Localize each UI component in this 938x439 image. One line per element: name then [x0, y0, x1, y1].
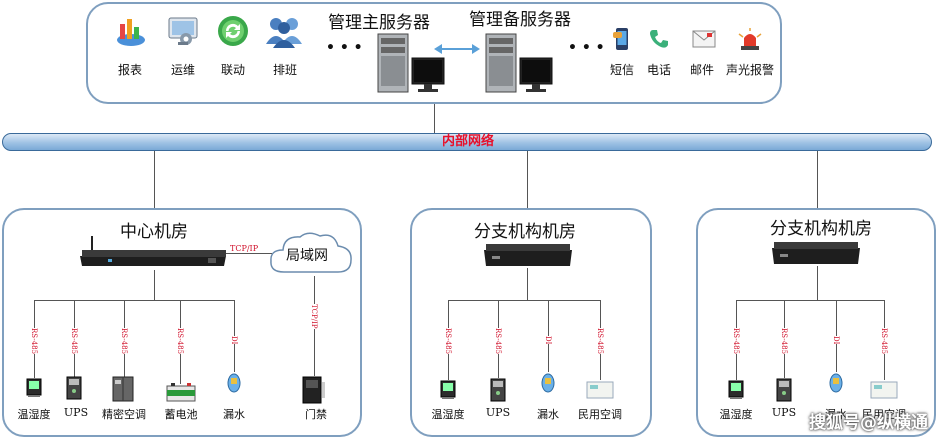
precision-ac-icon: [112, 376, 134, 402]
tcp-ip-label-top: TCP/IP: [230, 244, 259, 253]
management-panel: [86, 2, 782, 104]
branch2-label-3: 民用空调: [862, 408, 906, 421]
branch2-label-0: 温湿度: [719, 408, 753, 421]
branch1-label-1: UPS: [485, 406, 511, 419]
branch2-proto-0: RS-485: [732, 328, 740, 355]
ellipsis-left: • • •: [326, 40, 363, 56]
branch2-title: 分支机构机房: [770, 219, 872, 239]
center-label-0: 温湿度: [17, 408, 51, 421]
connector-center: [154, 151, 155, 209]
center-gateway-device: [78, 236, 228, 270]
branch2-temp-humidity-icon: [728, 380, 744, 400]
access-control-icon: [302, 376, 326, 404]
branch1-link: [527, 268, 528, 300]
phone-label: 电话: [646, 63, 671, 77]
branch2-gateway-device: [770, 240, 862, 266]
branch2-proto-2: DI: [832, 336, 840, 345]
branch2-water-leak-icon: [828, 372, 844, 394]
branch1-civil-ac-icon: [586, 380, 614, 400]
maintenance-icon: [166, 14, 200, 48]
report-icon: [114, 14, 148, 48]
branch2-label-1: UPS: [771, 406, 797, 419]
network-label: 内部网络: [441, 134, 494, 149]
sms-label: 短信: [609, 63, 634, 77]
backup-server-label: 管理备服务器: [469, 10, 571, 30]
branch1-gateway-device: [482, 242, 574, 268]
branch1-proto-0: RS-485: [444, 328, 452, 355]
sms-icon: [612, 26, 632, 52]
battery-icon: [166, 382, 196, 402]
linkage-icon: [216, 14, 250, 48]
linkage-label: 联动: [220, 63, 245, 77]
center-device-bus: [34, 300, 234, 301]
center-label-1: UPS: [63, 406, 89, 419]
branch1-label-0: 温湿度: [431, 408, 465, 421]
phone-icon: [648, 28, 670, 50]
center-label-4: 漏水: [223, 408, 245, 421]
lan-cloud-label: 局域网: [286, 248, 328, 264]
backup-server-icon: [484, 30, 554, 94]
connector-top: [434, 104, 435, 134]
branch1-device-bus: [448, 300, 600, 301]
alarm-light-label: 声光报警: [725, 63, 774, 77]
branch2-device-bus: [736, 300, 884, 301]
lan-cloud-icon: [266, 228, 356, 278]
branch1-water-leak-icon: [540, 372, 556, 394]
branch1-label-3: 民用空调: [578, 408, 622, 421]
center-label-2: 精密空调: [102, 408, 146, 421]
branch1-ups-icon: [490, 378, 506, 402]
branch1-proto-2: DI: [544, 336, 552, 345]
maintenance-label: 运维: [170, 63, 195, 77]
link-gateway-cloud: [226, 253, 272, 254]
center-proto-0: RS-485: [30, 328, 38, 355]
center-room-title: 中心机房: [120, 222, 188, 242]
center-label-5: 门禁: [305, 408, 327, 421]
ellipsis-right: • • •: [568, 40, 605, 56]
branch2-civil-ac-icon: [870, 380, 898, 400]
branch2-proto-1: RS-485: [780, 328, 788, 355]
connector-branch2: [817, 151, 818, 209]
mail-icon: [692, 30, 716, 48]
ups-icon: [66, 376, 82, 400]
branch1-proto-3: RS-485: [596, 328, 604, 355]
branch2-proto-3: RS-485: [880, 328, 888, 355]
main-server-label: 管理主服务器: [328, 13, 430, 33]
center-proto-2: RS-485: [120, 328, 128, 355]
sync-arrow-icon: [434, 40, 480, 54]
mail-label: 邮件: [689, 63, 714, 77]
watermark: 搜狐号@纵横通: [809, 413, 928, 433]
link-gateway-bus: [154, 270, 155, 300]
branch1-label-2: 漏水: [537, 408, 559, 421]
branch2-ups-icon: [776, 378, 792, 402]
center-proto-1: RS-485: [70, 328, 78, 355]
branch1-title: 分支机构机房: [474, 222, 576, 242]
alarm-light-icon: [736, 28, 764, 52]
schedule-icon: [264, 14, 304, 48]
branch1-temp-humidity-icon: [440, 380, 456, 400]
center-proto-3: RS-485: [176, 328, 184, 355]
network-bus: [2, 133, 932, 151]
main-server-icon: [376, 30, 446, 94]
branch2-label-2: 漏水: [825, 408, 847, 421]
report-label: 报表: [117, 63, 142, 77]
schedule-label: 排班: [272, 63, 297, 77]
connector-branch1: [527, 151, 528, 209]
temp-humidity-icon: [26, 378, 42, 398]
water-leak-icon: [226, 372, 242, 394]
center-proto-4: DI: [230, 336, 238, 345]
center-label-3: 蓄电池: [164, 408, 198, 421]
branch1-proto-1: RS-485: [494, 328, 502, 355]
branch2-link: [817, 266, 818, 300]
tcp-ip-label-side: TCP/IP: [310, 304, 318, 329]
